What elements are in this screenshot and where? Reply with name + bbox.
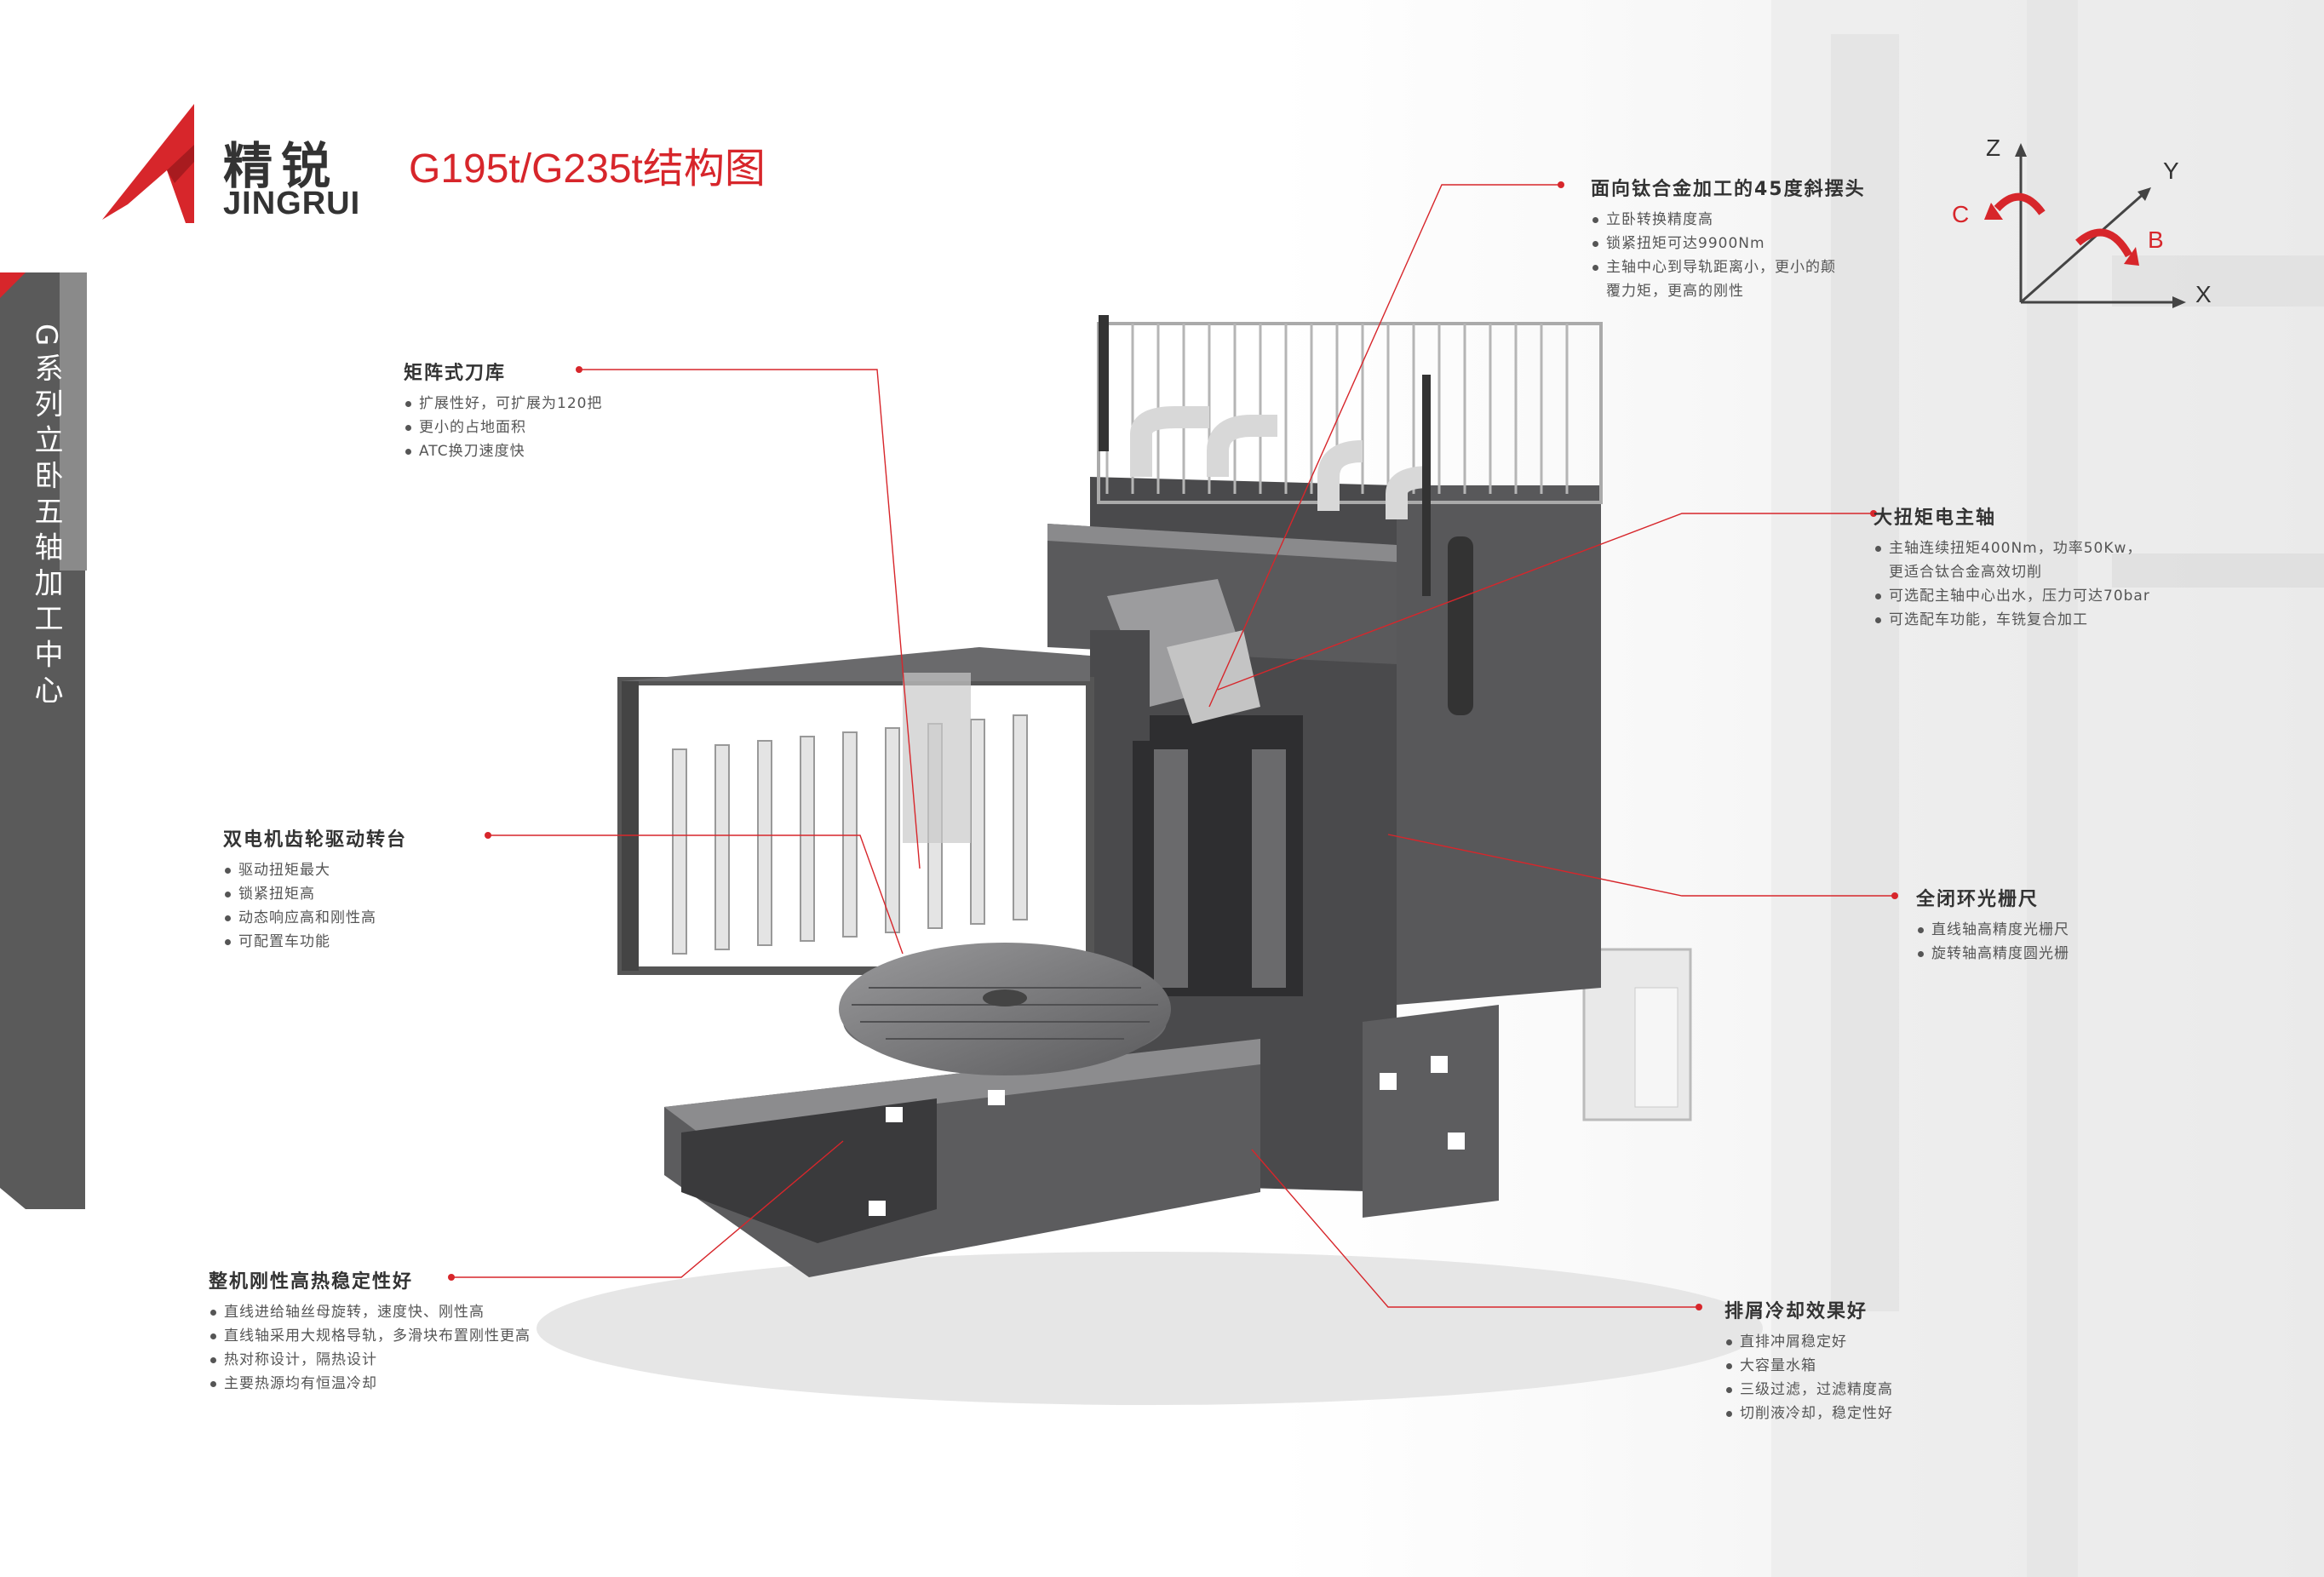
- callout-scale: 全闭环光栅尺 直线轴高精度光栅尺 旋转轴高精度圆光栅: [1916, 884, 2069, 966]
- callout-table-item: 动态响应高和刚性高: [223, 906, 407, 930]
- callout-chip-item: 切削液冷却，稳定性好: [1724, 1402, 1893, 1425]
- callout-head: 面向钛合金加工的45度斜摆头 立卧转换精度高 锁紧扭矩可达9900Nm 主轴中心…: [1591, 174, 1866, 303]
- callout-scale-item: 旋转轴高精度圆光栅: [1916, 942, 2069, 966]
- callout-table-item: 驱动扭矩最大: [223, 858, 407, 882]
- callout-rigidity-item: 主要热源均有恒温冷却: [209, 1372, 531, 1396]
- callout-table-title: 双电机齿轮驱动转台: [223, 829, 408, 851]
- callout-dot-spindle: [1870, 510, 1877, 517]
- callout-rigidity-item: 直线进给轴丝母旋转，速度快、刚性高: [209, 1300, 531, 1324]
- callout-head-item: 立卧转换精度高: [1591, 208, 1866, 232]
- callout-chip-item: 大容量水箱: [1724, 1354, 1893, 1378]
- callout-chip-item: 三级过滤，过滤精度高: [1724, 1378, 1893, 1402]
- callout-dot-head: [1558, 181, 1564, 188]
- callout-magazine-item: 扩展性好，可扩展为120把: [404, 392, 602, 416]
- callout-rigidity-title: 整机刚性高热稳定性好: [209, 1271, 414, 1293]
- callout-table-item: 锁紧扭矩高: [223, 882, 407, 906]
- callout-dot-rigidity: [448, 1274, 455, 1281]
- callout-chip-title: 排屑冷却效果好: [1724, 1301, 1868, 1322]
- axis-z-label: Z: [1986, 135, 2001, 161]
- sidebar-series-label: G系列立卧五轴加工中心: [29, 324, 63, 711]
- callout-chip: 排屑冷却效果好 直排冲屑稳定好 大容量水箱 三级过滤，过滤精度高 切削液冷却，稳…: [1724, 1296, 1893, 1425]
- callout-dot-table: [485, 832, 491, 839]
- callout-chip-item: 直排冲屑稳定好: [1724, 1330, 1893, 1354]
- callout-dot-scale: [1891, 892, 1898, 899]
- callout-magazine: 矩阵式刀库 扩展性好，可扩展为120把 更小的占地面积 ATC换刀速度快: [404, 358, 602, 463]
- callout-table: 双电机齿轮驱动转台 驱动扭矩最大 锁紧扭矩高 动态响应高和刚性高 可配置车功能: [223, 824, 407, 954]
- axis-b-label: B: [2148, 227, 2164, 253]
- page-title: G195t/G235t结构图: [409, 146, 766, 192]
- callout-spindle-item: 可选配车功能，车铣复合加工: [1874, 608, 2150, 632]
- axis-y-label: Y: [2163, 158, 2179, 184]
- brand-name-cn: 精锐: [223, 137, 340, 195]
- brand-name-en: JINGRUI: [223, 186, 361, 221]
- callout-magazine-item: 更小的占地面积: [404, 416, 602, 439]
- callout-rigidity: 整机刚性高热稳定性好 直线进给轴丝母旋转，速度快、刚性高 直线轴采用大规格导轨，…: [209, 1266, 531, 1396]
- callout-head-item: 主轴中心到导轨距离小，更小的颠: [1591, 255, 1866, 279]
- callout-spindle: 大扭矩电主轴 主轴连续扭矩400Nm，功率50Kw， 更适合钛合金高效切削 可选…: [1874, 502, 2150, 632]
- callout-spindle-item: 主轴连续扭矩400Nm，功率50Kw，: [1874, 536, 2150, 560]
- callout-rigidity-item: 热对称设计，隔热设计: [209, 1348, 531, 1372]
- callout-head-item: 覆力矩，更高的刚性: [1606, 283, 1744, 300]
- callout-head-title: 面向钛合金加工的45度斜摆头: [1591, 179, 1866, 200]
- callout-magazine-title: 矩阵式刀库: [404, 363, 507, 384]
- callout-magazine-item: ATC换刀速度快: [404, 439, 602, 463]
- callout-head-item: 锁紧扭矩可达9900Nm: [1591, 232, 1866, 255]
- callout-dot-chip: [1696, 1304, 1702, 1310]
- axis-c-label: C: [1952, 201, 1970, 227]
- callout-scale-item: 直线轴高精度光栅尺: [1916, 918, 2069, 942]
- callout-spindle-title: 大扭矩电主轴: [1874, 508, 1997, 529]
- callout-spindle-item: 可选配主轴中心出水，压力可达70bar: [1874, 584, 2150, 608]
- callout-table-item: 可配置车功能: [223, 930, 407, 954]
- callout-dot-magazine: [576, 366, 582, 373]
- callout-scale-title: 全闭环光栅尺: [1916, 889, 2040, 910]
- callout-spindle-item: 更适合钛合金高效切削: [1889, 564, 2042, 581]
- callout-rigidity-item: 直线轴采用大规格导轨，多滑块布置刚性更高: [209, 1324, 531, 1348]
- axis-x-label: X: [2195, 281, 2212, 307]
